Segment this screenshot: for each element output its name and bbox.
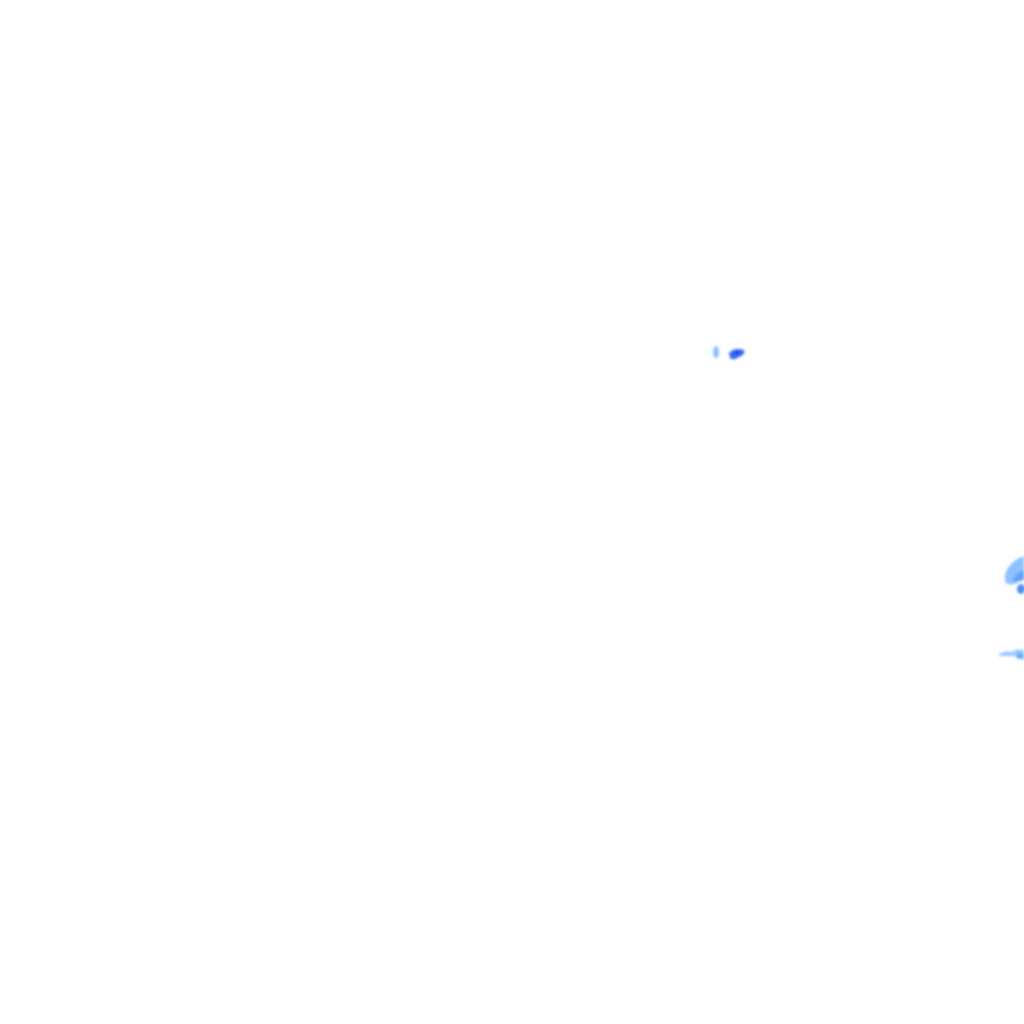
echo-cluster-central	[713, 346, 745, 360]
echo-cell-light	[713, 346, 719, 358]
echo-cell-core	[734, 351, 740, 355]
echo-band-east-inner	[1013, 570, 1024, 582]
echo-cell-south	[1016, 653, 1024, 659]
echo-cell-east	[1017, 584, 1024, 594]
echo-cluster-east-edge	[999, 556, 1024, 660]
